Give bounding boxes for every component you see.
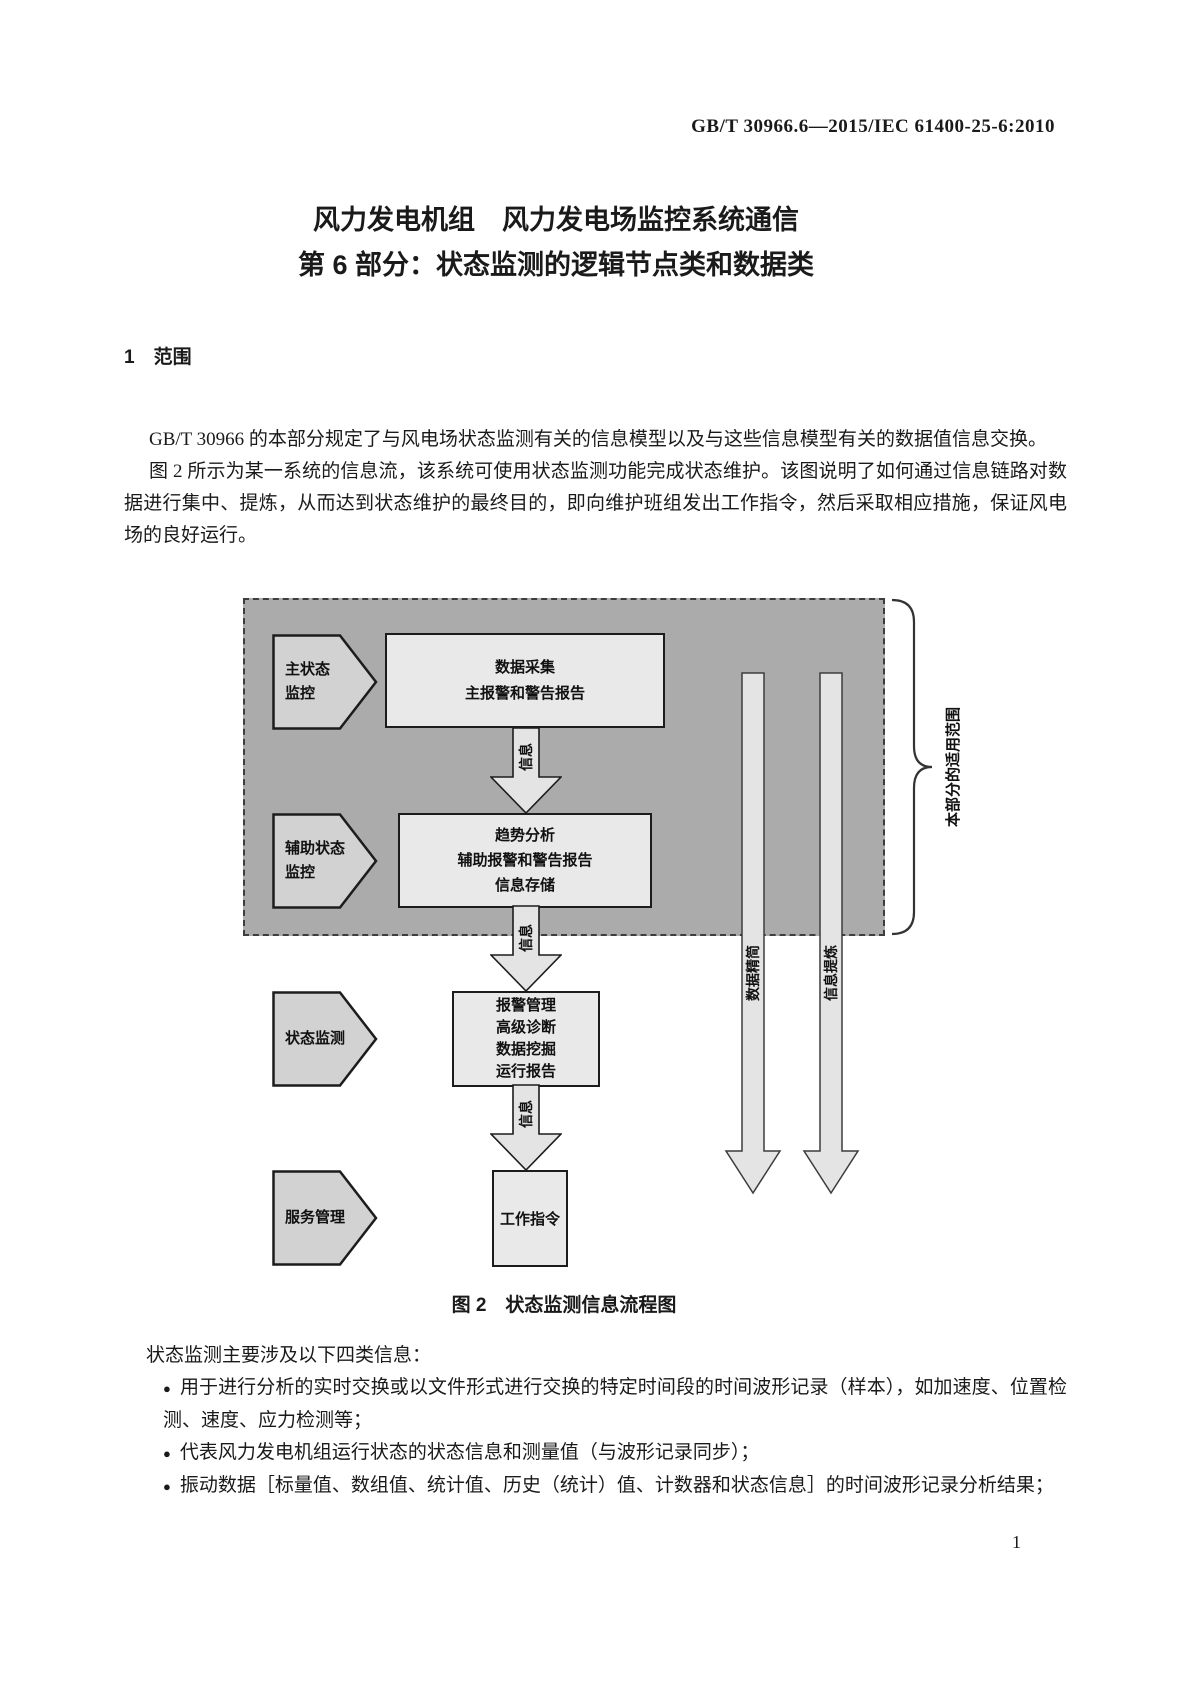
document-title: 风力发电机组 风力发电场监控系统通信 第 6 部分：状态监测的逻辑节点类和数据类	[0, 198, 1112, 288]
info-refinement-label: 信息提炼	[823, 945, 839, 1001]
list-item: ●用于进行分析的实时交换或以文件形式进行交换的特定时间段的时间波形记录（样本），…	[163, 1377, 1067, 1431]
box-alarm-management: 报警管理 高级诊断 数据挖掘 运行报告	[452, 991, 600, 1087]
info-category-list: 状态监测主要涉及以下四类信息： ●用于进行分析的实时交换或以文件形式进行交换的特…	[124, 1340, 1067, 1503]
bullet-icon: ●	[163, 1446, 171, 1461]
box-work-order: 工作指令	[492, 1170, 568, 1267]
pentagon-aux-status-monitoring: 辅助状态 监控	[272, 813, 378, 909]
title-line-1: 风力发电机组 风力发电场监控系统通信	[313, 205, 799, 235]
pentagon-label: 服务管理	[285, 1209, 346, 1226]
list-item: ●振动数据［标量值、数组值、统计值、历史（统计）值、计数器和状态信息］的时间波形…	[163, 1475, 1054, 1496]
info-flow-arrow-icon	[490, 1084, 562, 1171]
pentagon-label: 监控	[285, 864, 316, 881]
body-paragraphs: GB/T 30966 的本部分规定了与风电场状态监测有关的信息模型以及与这些信息…	[124, 424, 1067, 552]
pentagon-label: 状态监测	[285, 1030, 346, 1047]
info-refinement-arrow-icon	[802, 672, 860, 1195]
standard-number-header: GB/T 30966.6—2015/IEC 61400-25-6:2010	[691, 116, 1055, 137]
info-flow-arrow-icon	[490, 905, 562, 992]
scope-brace-icon	[891, 598, 933, 936]
pentagon-label: 主状态	[285, 661, 331, 678]
paragraph: GB/T 30966 的本部分规定了与风电场状态监测有关的信息模型以及与这些信息…	[149, 429, 1047, 450]
pentagon-condition-monitoring: 状态监测	[272, 991, 378, 1087]
page-number: 1	[1012, 1532, 1021, 1552]
info-flow-label: 信息	[518, 1100, 534, 1128]
info-flow-label: 信息	[518, 743, 534, 771]
pentagon-label: 辅助状态	[285, 840, 346, 857]
data-reduction-arrow-icon	[724, 672, 782, 1195]
bullet-icon: ●	[163, 1381, 171, 1396]
info-flow-label: 信息	[518, 924, 534, 952]
list-intro: 状态监测主要涉及以下四类信息：	[146, 1345, 432, 1366]
scope-label: 本部分的适用范围	[944, 707, 962, 828]
pentagon-service-management: 服务管理	[272, 1170, 378, 1266]
section-heading-scope: 1 范围	[124, 347, 192, 368]
box-trend-analysis: 趋势分析 辅助报警和警告报告 信息存储	[398, 813, 652, 908]
pentagon-main-status-monitoring: 主状态 监控	[272, 634, 378, 730]
paragraph: 图 2 所示为某一系统的信息流，该系统可使用状态监测功能完成状态维护。该图说明了…	[124, 461, 1067, 546]
list-item: ●代表风力发电机组运行状态的状态信息和测量值（与波形记录同步）；	[163, 1442, 760, 1463]
data-reduction-label: 数据精简	[745, 945, 761, 1001]
box-data-acquisition: 数据采集 主报警和警告报告	[385, 633, 665, 728]
title-line-2: 第 6 部分：状态监测的逻辑节点类和数据类	[297, 250, 815, 280]
info-flow-arrow-icon	[490, 727, 562, 814]
figure-caption: 图 2 状态监测信息流程图	[451, 1295, 677, 1316]
pentagon-label: 监控	[285, 685, 316, 702]
bullet-icon: ●	[163, 1479, 171, 1494]
